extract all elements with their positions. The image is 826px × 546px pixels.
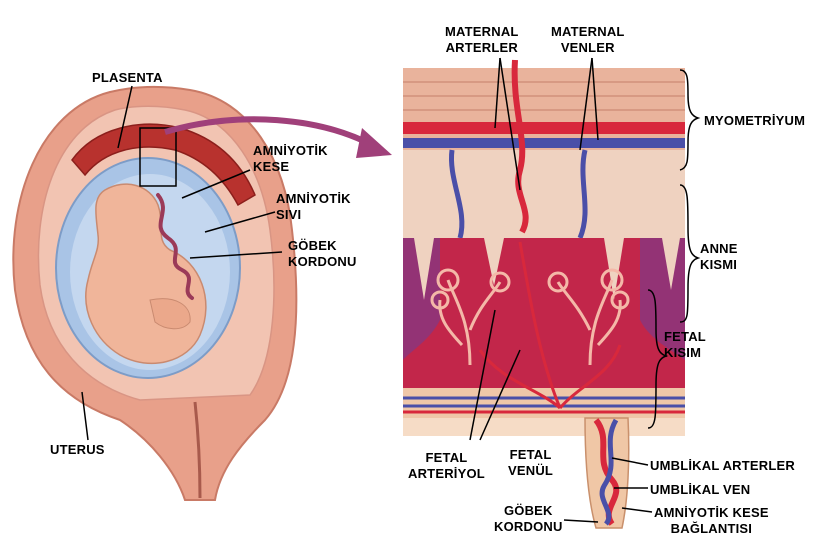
label-fetal-arteriyol-line2: ARTERİYOL	[408, 466, 485, 482]
label-umblikal-ven: UMBLİKAL VEN	[650, 482, 750, 498]
amnion-base	[403, 418, 685, 436]
label-myometriyum: MYOMETRİYUM	[704, 113, 805, 129]
leader-gobek-kordonu-right	[564, 520, 598, 522]
label-anne-kismi: ANNE KISMI	[700, 241, 738, 273]
label-uterus: UTERUS	[50, 442, 105, 458]
label-fetal-venul: FETAL VENÜL	[508, 447, 553, 479]
arrow-head	[356, 128, 392, 158]
label-gobek-kordonu-right: GÖBEK KORDONU	[494, 503, 563, 535]
decidua-layer	[403, 150, 685, 238]
label-amniyotik-kese-baglantisi-line1: AMNİYOTİK KESE	[654, 505, 769, 521]
label-fetal-kisim-line1: FETAL	[664, 329, 706, 345]
label-gobek-kordonu-left: GÖBEK KORDONU	[288, 238, 357, 270]
maternal-artery-band	[403, 122, 685, 134]
label-maternal-venler-line1: MATERNAL	[551, 24, 625, 40]
label-gobek-kordonu-left-line2: KORDONU	[288, 254, 357, 270]
label-plasenta: PLASENTA	[92, 70, 163, 86]
label-fetal-venul-line2: VENÜL	[508, 463, 553, 479]
label-anne-kismi-line1: ANNE	[700, 241, 738, 257]
maternal-vein-band	[403, 138, 685, 148]
label-maternal-arterler: MATERNAL ARTERLER	[445, 24, 519, 56]
label-amniyotik-kese-baglantisi: AMNİYOTİK KESE BAĞLANTISI	[654, 505, 769, 537]
label-maternal-arterler-line1: MATERNAL	[445, 24, 519, 40]
label-amniyotik-kese-line2: KESE	[253, 159, 328, 175]
label-fetal-kisim: FETAL KISIM	[664, 329, 706, 361]
label-fetal-kisim-line2: KISIM	[664, 345, 706, 361]
label-gobek-kordonu-right-line2: KORDONU	[494, 519, 563, 535]
label-maternal-venler-line2: VENLER	[551, 40, 625, 56]
label-umblikal-arterler: UMBLİKAL ARTERLER	[650, 458, 795, 474]
label-maternal-venler: MATERNAL VENLER	[551, 24, 625, 56]
label-amniyotik-kese-line1: AMNİYOTİK	[253, 143, 328, 159]
label-maternal-arterler-line2: ARTERLER	[445, 40, 519, 56]
label-gobek-kordonu-right-line1: GÖBEK	[494, 503, 563, 519]
label-amniyotik-sivi: AMNİYOTİK SIVI	[276, 191, 351, 223]
label-amniyotik-kese: AMNİYOTİK KESE	[253, 143, 328, 175]
label-anne-kismi-line2: KISMI	[700, 257, 738, 273]
leader-amniyotik-kese-baglantisi	[622, 508, 652, 512]
label-gobek-kordonu-left-line1: GÖBEK	[288, 238, 357, 254]
label-fetal-arteriyol: FETAL ARTERİYOL	[408, 450, 485, 482]
label-fetal-venul-line1: FETAL	[508, 447, 553, 463]
label-amniyotik-sivi-line2: SIVI	[276, 207, 351, 223]
label-fetal-arteriyol-line1: FETAL	[408, 450, 485, 466]
label-amniyotik-sivi-line1: AMNİYOTİK	[276, 191, 351, 207]
label-amniyotik-kese-baglantisi-line2: BAĞLANTISI	[654, 521, 769, 537]
